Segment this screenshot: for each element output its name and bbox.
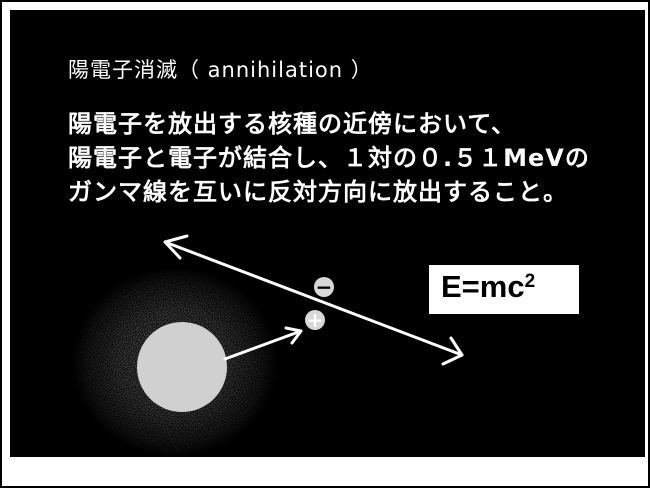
description-line-3: ガンマ線を互いに反対方向に放出すること。 bbox=[68, 178, 568, 206]
electron: − bbox=[314, 275, 334, 299]
electron-sign: − bbox=[316, 275, 333, 299]
positron-path-arrow bbox=[223, 326, 303, 361]
description-line-1: 陽電子を放出する核種の近傍において、 bbox=[68, 110, 517, 138]
gamma-ray-arrow bbox=[163, 234, 464, 366]
description-line-2: 陽電子と電子が結合し、１対の０.５１MeVの bbox=[68, 144, 590, 172]
annihilation-diagram: − + bbox=[72, 234, 464, 457]
slide-title: 陽電子消滅（ annihilation ） bbox=[68, 58, 373, 82]
nucleus bbox=[137, 322, 227, 412]
formula-main: E=mc bbox=[441, 269, 525, 304]
formula-exponent: 2 bbox=[524, 270, 536, 292]
formula-text: E=mc2 bbox=[441, 269, 535, 305]
positron: + bbox=[305, 308, 325, 332]
slide: 陽電子消滅（ annihilation ） 陽電子を放出する核種の近傍において、… bbox=[10, 10, 645, 457]
positron-sign: + bbox=[307, 308, 324, 332]
formula-box: E=mc2 bbox=[429, 265, 579, 314]
